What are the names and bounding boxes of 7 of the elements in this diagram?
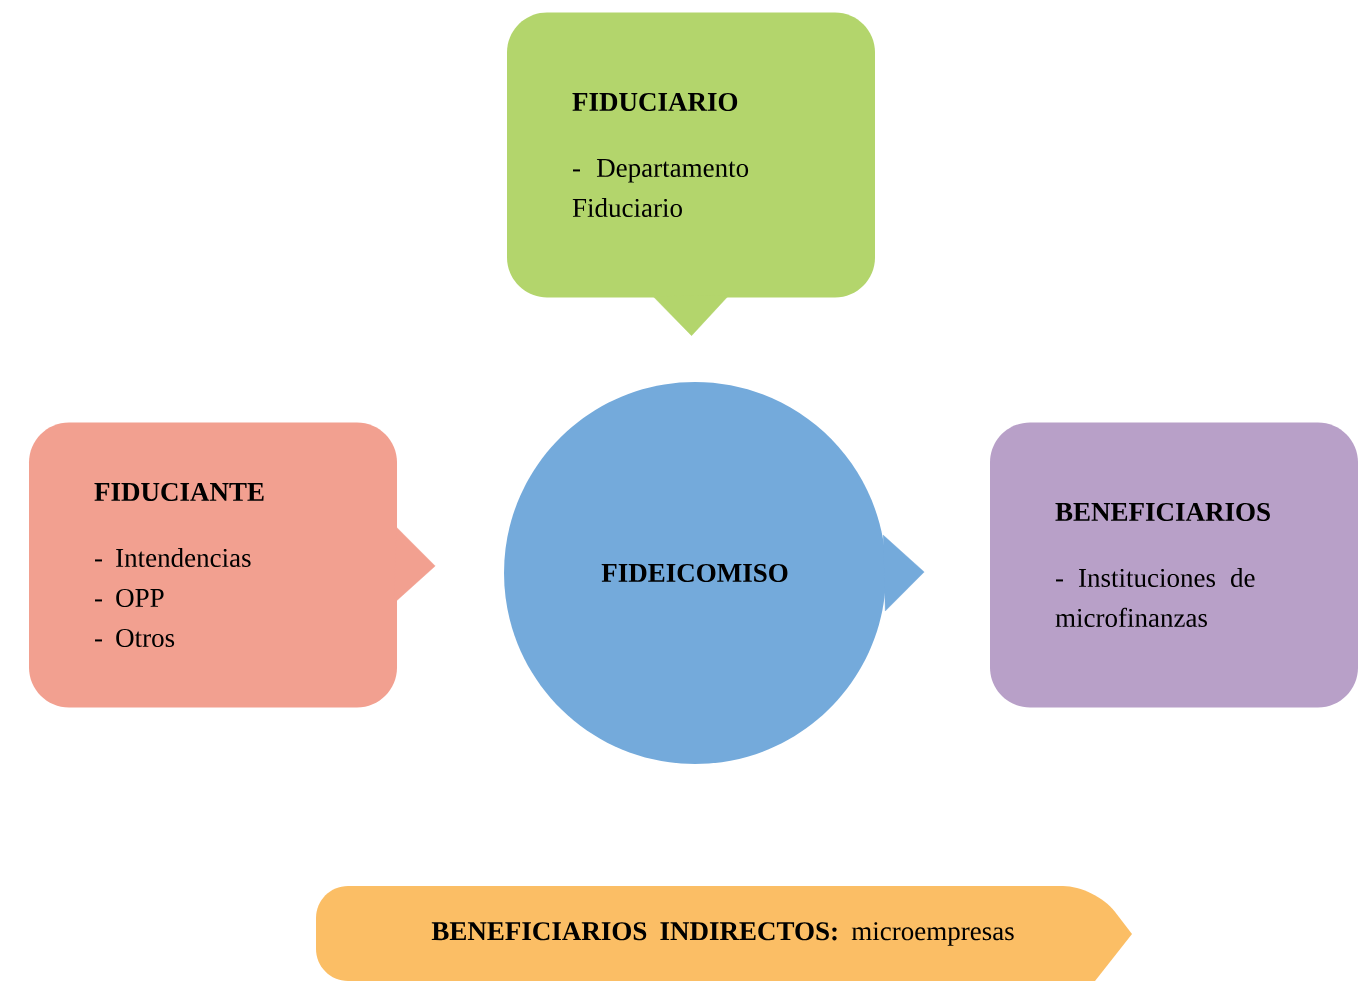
pointer-arrow (652, 294, 730, 336)
info-box: FIDUCIARIO - Departamento Fiduciario (507, 12, 875, 298)
pointer-arrow (882, 534, 925, 612)
banner: BENEFICIARIOS INDIRECTOS: microempresas (316, 886, 1132, 981)
info-box: FIDUCIANTE - Intendencias - OPP - Otros (29, 422, 397, 708)
pointer-arrow (394, 526, 436, 604)
info-box: BENEFICIARIOS - Instituciones de microfinanzas (990, 422, 1358, 708)
